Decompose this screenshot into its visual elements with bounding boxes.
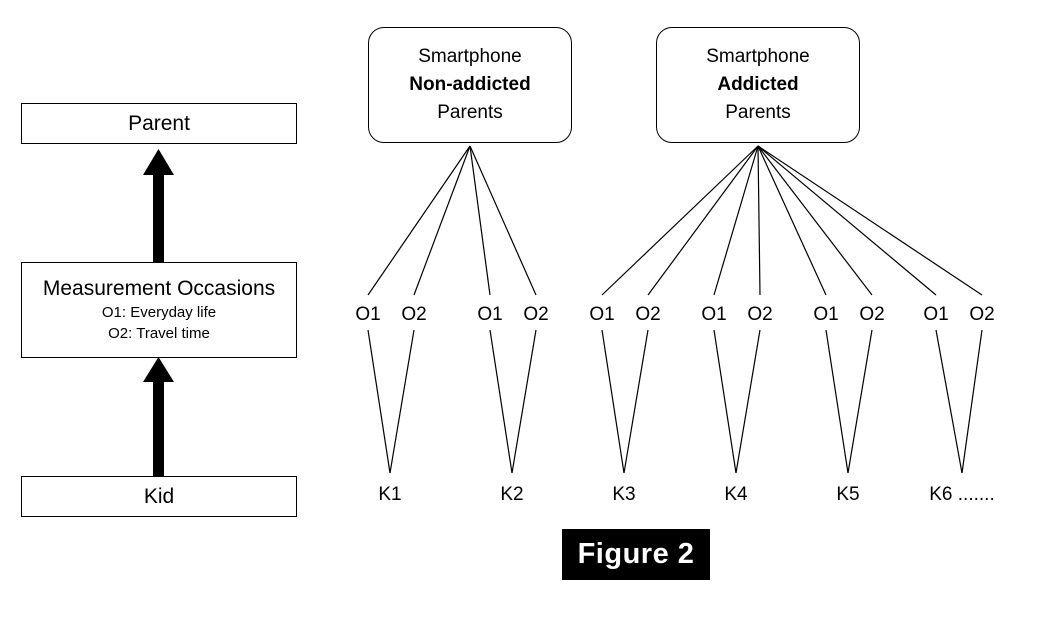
legend-occasion-detail-2: O2: Travel time — [108, 325, 210, 342]
parent-to-occasion-edge-0-1-1 — [469, 145, 537, 296]
legend-occasions-label: Measurement Occasions — [42, 277, 276, 300]
occasion-to-kid-edge-1-3-1 — [961, 329, 983, 474]
kid-label-k1: K1 — [378, 484, 402, 505]
group-0-line-1: Smartphone — [418, 46, 522, 67]
occasion-to-kid-edge-0-1-0 — [489, 329, 513, 474]
occasion-label-1-0-1: O2 — [635, 304, 661, 325]
parent-to-occasion-edge-1-2-1 — [757, 145, 873, 296]
figure-caption-badge: Figure 2 — [562, 529, 710, 580]
occasion-label-0-0-1: O2 — [401, 304, 427, 325]
occasion-label-1-1-1: O2 — [747, 304, 773, 325]
kid-label-k2: K2 — [500, 484, 524, 505]
figure-caption-text: Figure 2 — [577, 538, 695, 570]
occasion-to-kid-edge-1-0-1 — [623, 329, 649, 474]
occasion-label-0-1-0: O1 — [477, 304, 503, 325]
kid-label-k3: K3 — [612, 484, 636, 505]
kid-label-k5: K5 — [836, 484, 860, 505]
legend-parent-label: Parent — [128, 111, 190, 135]
legend-parent-box: Parent — [21, 103, 297, 144]
occasion-to-kid-edge-1-1-1 — [735, 329, 761, 474]
occasion-label-1-1-0: O1 — [701, 304, 727, 325]
parent-to-occasion-edge-1-0-0 — [601, 145, 759, 296]
legend-occasion-detail-1: O1: Everyday life — [101, 304, 217, 321]
group-1-line-1: Smartphone — [706, 46, 810, 67]
occasion-label-1-2-0: O1 — [813, 304, 839, 325]
group-1-line-3: Parents — [725, 102, 791, 123]
occasion-label-0-1-1: O2 — [523, 304, 549, 325]
group-0-line-3: Parents — [437, 102, 503, 123]
occasion-to-kid-edge-1-3-0 — [935, 329, 963, 474]
group-box-addicted: Smartphone Addicted Parents — [656, 27, 860, 143]
parent-to-occasion-edge-1-3-0 — [757, 145, 937, 296]
occasion-label-1-3-0: O1 — [923, 304, 949, 325]
parent-to-occasion-edge-1-2-0 — [757, 145, 827, 296]
occasion-label-1-0-0: O1 — [589, 304, 615, 325]
occasion-to-kid-edge-1-2-0 — [825, 329, 849, 474]
legend-kid-label: Kid — [143, 484, 175, 508]
occasion-to-kid-edge-1-2-1 — [847, 329, 873, 474]
occasions-to-parent-arrow — [143, 149, 174, 262]
occasion-to-kid-edge-1-0-0 — [601, 329, 625, 474]
occasion-to-kid-edge-0-1-1 — [511, 329, 537, 474]
parent-to-occasion-edge-1-1-0 — [713, 145, 759, 296]
parent-to-occasion-edge-0-0-1 — [413, 145, 471, 296]
occasion-label-1-3-1: O2 — [969, 304, 995, 325]
group-box-non-addicted: Smartphone Non-addicted Parents — [368, 27, 572, 143]
group-0-line-2: Non-addicted — [409, 74, 531, 95]
group-1-line-2: Addicted — [717, 74, 799, 95]
parent-to-occasion-edge-0-1-0 — [469, 145, 491, 296]
parent-to-occasion-edge-1-1-1 — [757, 145, 761, 296]
occasion-to-kid-edge-0-0-1 — [389, 329, 415, 474]
occasion-label-1-2-1: O2 — [859, 304, 885, 325]
legend-kid-box: Kid — [21, 476, 297, 517]
parent-to-occasion-edge-0-0-0 — [367, 145, 471, 296]
parent-to-occasion-edge-1-3-1 — [757, 145, 983, 296]
parent-to-occasion-edge-1-0-1 — [647, 145, 759, 296]
kid-label-k6: K6 ....... — [929, 484, 995, 505]
occasion-label-0-0-0: O1 — [355, 304, 381, 325]
occasion-to-kid-edge-1-1-0 — [713, 329, 737, 474]
occasion-to-kid-edge-0-0-0 — [367, 329, 391, 474]
kid-to-occasions-arrow — [143, 357, 174, 476]
kid-label-k4: K4 — [724, 484, 748, 505]
legend-measurement-occasions-box: Measurement Occasions O1: Everyday life … — [21, 262, 297, 358]
